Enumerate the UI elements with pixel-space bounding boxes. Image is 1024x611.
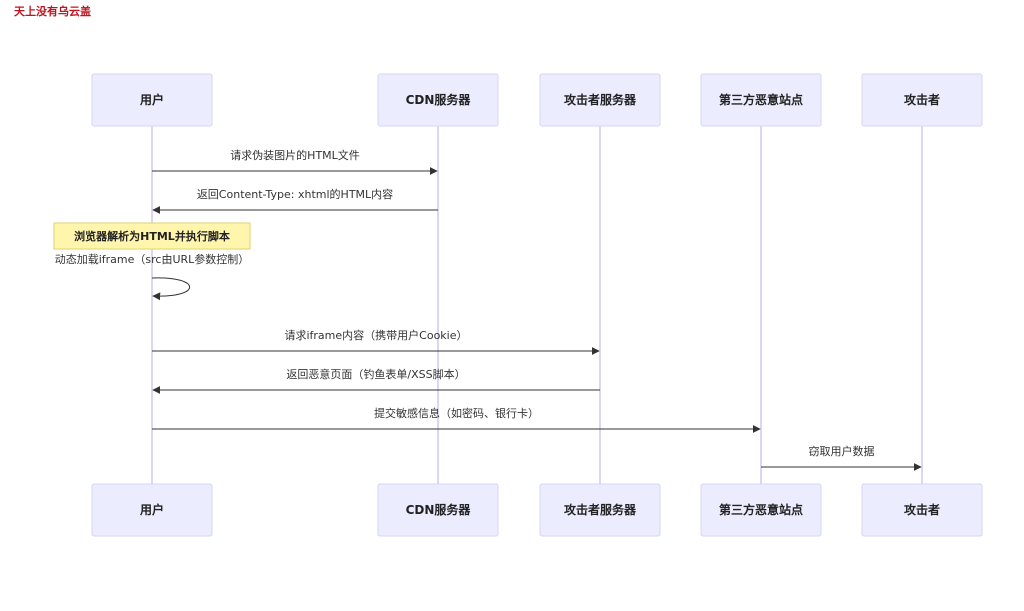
actor-label: 用户 (139, 92, 164, 107)
actor-label: 第三方恶意站点 (719, 502, 803, 517)
actor-label: 用户 (139, 502, 164, 517)
note-box (53, 222, 251, 250)
actor-label: CDN服务器 (406, 92, 472, 107)
message-label: 返回Content-Type: xhtml的HTML内容 (197, 187, 393, 201)
message-3: 动态加载iframe（src由URL参数控制） (55, 252, 250, 301)
actor-label: 攻击者 (904, 92, 940, 107)
actor-top-cdn: CDN服务器 (377, 73, 499, 127)
actor-box (539, 73, 661, 127)
actor-top-user: 用户 (91, 73, 213, 127)
message-label: 请求伪装图片的HTML文件 (230, 148, 360, 162)
actor-top-third_party: 第三方恶意站点 (700, 73, 822, 127)
message-7: 窃取用户数据 (761, 444, 922, 471)
actor-top-attacker_server: 攻击者服务器 (539, 73, 661, 127)
message-5: 返回恶意页面（钓鱼表单/XSS脚本） (152, 367, 600, 394)
message-arrow (151, 277, 191, 301)
actor-box (861, 483, 983, 537)
actor-bottom-third_party: 第三方恶意站点 (700, 483, 822, 537)
note: 浏览器解析为HTML并执行脚本 (53, 222, 251, 250)
actor-label: CDN服务器 (406, 502, 472, 517)
note-text: 浏览器解析为HTML并执行脚本 (74, 229, 230, 243)
message-label: 窃取用户数据 (809, 444, 875, 458)
actor-box (377, 483, 499, 537)
actor-label: 攻击者服务器 (564, 92, 637, 107)
actor-bottom-attacker_server: 攻击者服务器 (539, 483, 661, 537)
watermark-text: 天上没有乌云盖 (14, 5, 91, 18)
actor-bottom-attacker: 攻击者 (861, 483, 983, 537)
message-4: 请求iframe内容（携带用户Cookie） (152, 328, 600, 355)
actor-label: 第三方恶意站点 (719, 92, 803, 107)
actor-box (700, 73, 822, 127)
message-1: 返回Content-Type: xhtml的HTML内容 (152, 187, 438, 214)
message-label: 请求iframe内容（携带用户Cookie） (284, 328, 467, 342)
actor-box (700, 483, 822, 537)
actor-box (539, 483, 661, 537)
actor-box (91, 73, 213, 127)
message-label: 返回恶意页面（钓鱼表单/XSS脚本） (286, 367, 465, 381)
actor-bottom-user: 用户 (91, 483, 213, 537)
message-label: 动态加载iframe（src由URL参数控制） (55, 252, 250, 266)
actor-label: 攻击者 (904, 502, 940, 517)
message-label: 提交敏感信息（如密码、银行卡） (374, 406, 539, 420)
actor-box (377, 73, 499, 127)
message-0: 请求伪装图片的HTML文件 (152, 148, 438, 175)
actor-box (91, 483, 213, 537)
actor-top-attacker: 攻击者 (861, 73, 983, 127)
message-6: 提交敏感信息（如密码、银行卡） (152, 406, 761, 433)
actor-label: 攻击者服务器 (564, 502, 637, 517)
actor-box (861, 73, 983, 127)
actor-bottom-cdn: CDN服务器 (377, 483, 499, 537)
